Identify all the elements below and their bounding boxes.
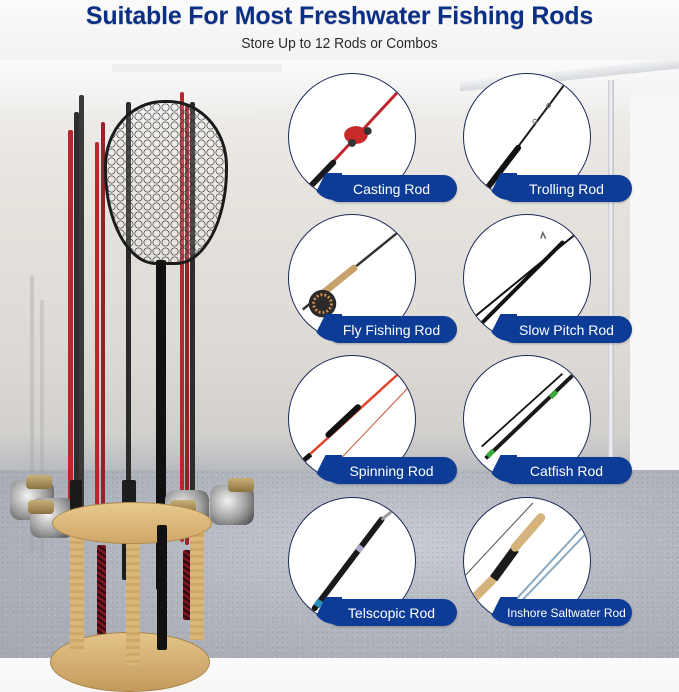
rod-type-label: Casting Rod xyxy=(326,175,457,202)
rod-dark xyxy=(126,102,131,542)
reel-spool xyxy=(28,500,54,514)
rod-shadow xyxy=(30,275,34,555)
rod-dark xyxy=(79,95,84,535)
rod-grip-red xyxy=(183,550,192,620)
landing-net xyxy=(104,100,228,265)
rod-type-card: Inshore Saltwater Rod xyxy=(463,497,632,632)
rod-type-label: Telscopic Rod xyxy=(326,599,457,626)
rod-shadow xyxy=(40,300,44,560)
rod-red xyxy=(101,122,105,542)
rack-cork-post xyxy=(70,530,84,650)
rod-dark xyxy=(74,112,79,532)
rod-type-card: Spinning Rod xyxy=(288,355,457,490)
rod-type-card: Casting Rod xyxy=(288,73,457,208)
rod-rack-product-image xyxy=(0,60,285,692)
reel-spool xyxy=(228,478,254,492)
rod-type-label: Catfish Rod xyxy=(501,457,632,484)
rod-type-card: Catfish Rod xyxy=(463,355,632,490)
rod-red xyxy=(185,105,189,545)
landing-net-handle xyxy=(156,260,166,590)
rod-type-card: Trolling Rod xyxy=(463,73,632,208)
page-title: Suitable For Most Freshwater Fishing Rod… xyxy=(85,2,594,30)
rod-red xyxy=(68,130,73,530)
rod-type-label: Inshore Saltwater Rod xyxy=(501,599,632,626)
rod-grip-red xyxy=(97,545,106,635)
rod-type-label: Fly Fishing Rod xyxy=(326,316,457,343)
rod-type-label: Slow Pitch Rod xyxy=(501,316,632,343)
rod-type-label: Spinning Rod xyxy=(326,457,457,484)
net-handle-lower xyxy=(157,525,167,650)
rod-type-card: Slow Pitch Rod xyxy=(463,214,632,349)
rod-type-card: Telscopic Rod xyxy=(288,497,457,632)
reel-spool xyxy=(26,475,52,489)
page-subtitle: Store Up to 12 Rods or Combos xyxy=(241,35,438,52)
rod-red xyxy=(180,92,184,542)
rod-type-label: Trolling Rod xyxy=(501,175,632,202)
rod-type-card: Fly Fishing Rod xyxy=(288,214,457,349)
rack-cork-post xyxy=(190,530,204,640)
rod-dark xyxy=(190,102,195,542)
rack-top-ring xyxy=(52,502,212,544)
ceiling-light xyxy=(112,64,282,72)
rod-red xyxy=(95,142,99,542)
rack-cork-post xyxy=(126,530,140,665)
garage-door-track xyxy=(608,80,614,640)
